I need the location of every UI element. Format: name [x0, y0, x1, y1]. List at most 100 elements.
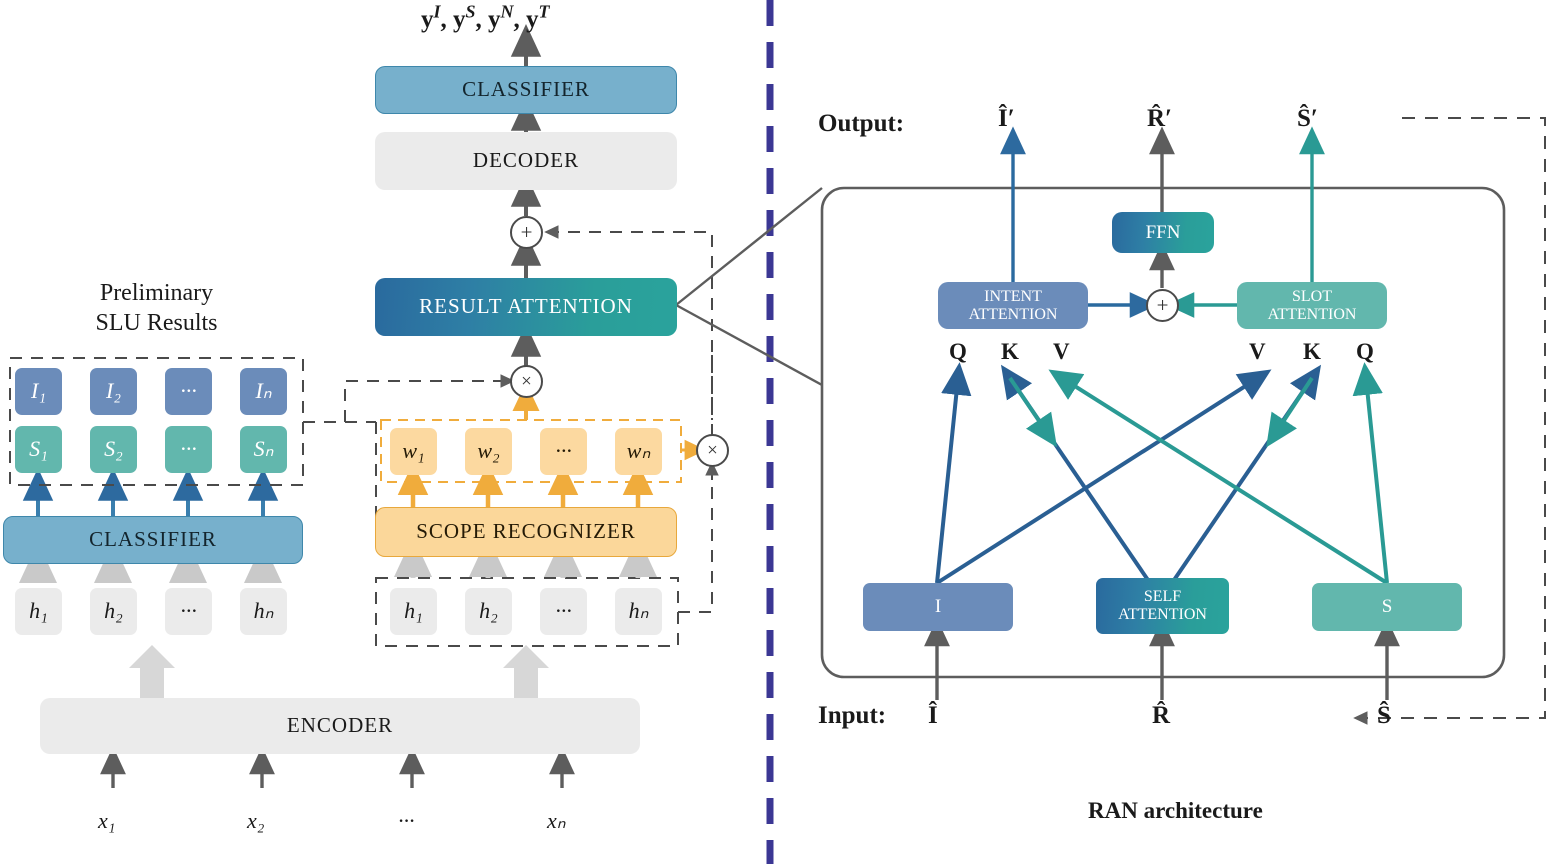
- intent-attention-line2: ATTENTION: [968, 305, 1058, 323]
- ran-input-arrows: [924, 618, 1400, 700]
- hidden-state-box[interactable]: h₂: [90, 588, 137, 635]
- slot-result-box[interactable]: S₂: [90, 426, 137, 473]
- slot-result-label: Sₙ: [253, 436, 274, 462]
- classifier-top-label: CLASSIFIER: [462, 77, 590, 102]
- intent-attention-line1: INTENT: [984, 287, 1042, 305]
- weight-label: wₙ: [626, 438, 651, 464]
- hidden-residual-dashed: [544, 225, 713, 613]
- intent-representation-label: I: [934, 596, 942, 618]
- hidden-state-box[interactable]: h₁: [15, 588, 62, 635]
- self-attention-line1: SELF: [1143, 588, 1182, 606]
- slot-result-box[interactable]: Sₙ: [240, 426, 287, 473]
- preliminary-title-line1: Preliminary: [99, 280, 214, 306]
- multiply-operator-main-label: ×: [521, 370, 532, 392]
- encoder-fanout-arrows: [129, 645, 549, 698]
- self-attention-box[interactable]: SELF ATTENTION: [1096, 578, 1229, 634]
- classifier-top-box[interactable]: CLASSIFIER: [375, 66, 677, 114]
- hidden-state-box[interactable]: h₁: [390, 588, 437, 635]
- hidden-state-box[interactable]: ···: [165, 588, 212, 635]
- multiply-operator-main: ×: [510, 365, 543, 398]
- slot-attention-line2: ATTENTION: [1267, 305, 1357, 323]
- slot-attention-box[interactable]: SLOT ATTENTION: [1237, 282, 1387, 329]
- output-intent-label: Î′: [998, 105, 1015, 132]
- hidden-state-box[interactable]: hₙ: [240, 588, 287, 635]
- multiply-operator-side-label: ×: [707, 439, 718, 461]
- input-token-label: xₙ: [547, 808, 566, 833]
- hidden-state-label: h₁: [29, 598, 48, 624]
- preliminary-results-title: Preliminary SLU Results: [84, 278, 229, 338]
- result-attention-box[interactable]: RESULT ATTENTION: [375, 278, 677, 336]
- ffn-box[interactable]: FFN: [1112, 212, 1214, 253]
- plus-operator: +: [510, 216, 543, 249]
- slot-result-label: ···: [180, 436, 197, 462]
- add-operator-ran-label: +: [1156, 292, 1169, 317]
- multiply-operator-side: ×: [696, 434, 729, 467]
- input-intent-label: Î: [928, 702, 938, 729]
- hidden-state-label: ···: [180, 598, 197, 624]
- intent-result-label: ···: [180, 378, 197, 404]
- add-operator-ran: +: [1146, 289, 1179, 322]
- qkv-label-q-right: Q: [1356, 339, 1374, 364]
- input-token-label: ···: [398, 808, 415, 833]
- qkv-label-v-left: V: [1053, 339, 1070, 364]
- slot-result-box[interactable]: ···: [165, 426, 212, 473]
- weight-label: ···: [555, 438, 572, 464]
- input-token-label: x₁: [98, 808, 116, 833]
- feedback-dashed-path: [1353, 117, 1546, 725]
- intent-result-label: I₂: [106, 378, 121, 404]
- hidden-state-label: ···: [555, 598, 572, 624]
- figure-caption: RAN architecture: [1088, 798, 1263, 823]
- qkv-crossing-arrows: [935, 362, 1389, 585]
- results-to-scope-dashed-link: [303, 374, 515, 423]
- classifier-bottom-box[interactable]: CLASSIFIER: [3, 516, 303, 564]
- encoder-box[interactable]: ENCODER: [40, 698, 640, 754]
- hidden-state-box[interactable]: h₂: [465, 588, 512, 635]
- slot-attention-line1: SLOT: [1292, 287, 1332, 305]
- intent-result-box[interactable]: Iₙ: [240, 368, 287, 415]
- slot-representation-box[interactable]: S: [1312, 583, 1462, 631]
- slot-result-box[interactable]: S₁: [15, 426, 62, 473]
- weight-label: w₂: [477, 438, 500, 464]
- hidden-state-label: hₙ: [253, 598, 274, 624]
- result-attention-label: RESULT ATTENTION: [419, 294, 633, 319]
- input-slot-label: Ŝ: [1377, 702, 1391, 729]
- output-result-label: R̂′: [1147, 105, 1173, 132]
- preliminary-title-line2: SLU Results: [95, 310, 218, 336]
- slot-result-label: S₂: [104, 436, 123, 462]
- scope-recognizer-box[interactable]: SCOPE RECOGNIZER: [375, 507, 677, 557]
- input-side-label: Input:: [818, 702, 887, 729]
- qkv-label-q-left: Q: [949, 339, 967, 364]
- intent-result-box[interactable]: ···: [165, 368, 212, 415]
- self-attention-line2: ATTENTION: [1118, 606, 1207, 623]
- slot-result-label: S₁: [29, 436, 48, 462]
- weight-box[interactable]: wₙ: [615, 428, 662, 475]
- qkv-label-v-right: V: [1249, 339, 1266, 364]
- weight-box[interactable]: w₁: [390, 428, 437, 475]
- intent-result-box[interactable]: I₁: [15, 368, 62, 415]
- encoder-label: ENCODER: [286, 713, 394, 738]
- intent-representation-box[interactable]: I: [863, 583, 1013, 631]
- slot-representation-label: S: [1381, 596, 1393, 618]
- intent-result-label: I₁: [31, 378, 46, 404]
- intent-attention-box[interactable]: INTENT ATTENTION: [938, 282, 1088, 329]
- intent-result-label: Iₙ: [255, 378, 272, 404]
- output-side-label: Output:: [818, 110, 905, 137]
- hidden-state-label: h₂: [104, 598, 123, 624]
- weight-label: w₁: [402, 438, 425, 464]
- classifier-bottom-label: CLASSIFIER: [89, 527, 217, 552]
- decoder-label: DECODER: [472, 148, 580, 173]
- intent-result-box[interactable]: I₂: [90, 368, 137, 415]
- ffn-label: FFN: [1145, 221, 1181, 243]
- hidden-state-box[interactable]: hₙ: [615, 588, 662, 635]
- qkv-label-k-left: K: [1001, 339, 1019, 364]
- hidden-state-box[interactable]: ···: [540, 588, 587, 635]
- hidden-state-label: hₙ: [628, 598, 649, 624]
- weight-box[interactable]: w₂: [465, 428, 512, 475]
- weight-box[interactable]: ···: [540, 428, 587, 475]
- hidden-state-label: h₁: [404, 598, 423, 624]
- input-token-label: x₂: [247, 808, 265, 833]
- input-result-label: R̂: [1152, 702, 1171, 729]
- decoder-box[interactable]: DECODER: [375, 132, 677, 190]
- classifier-to-results-arrows: [22, 467, 279, 516]
